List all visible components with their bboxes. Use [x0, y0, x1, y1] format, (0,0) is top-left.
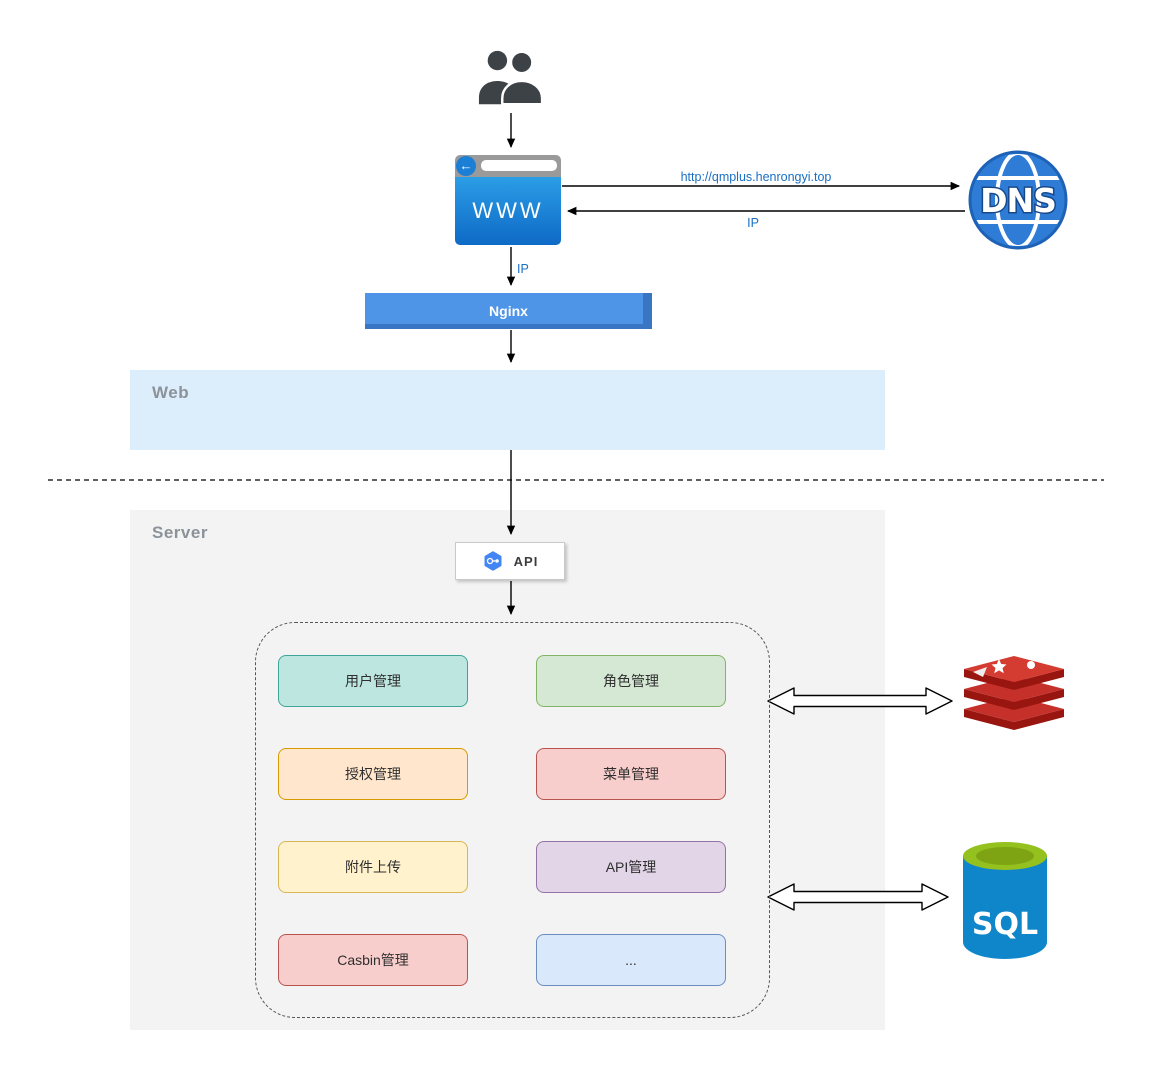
- browser-toolbar: ←: [455, 155, 561, 177]
- www-label: WWW: [472, 198, 544, 223]
- address-bar: [481, 160, 557, 171]
- module-box-2: 角色管理: [536, 655, 726, 707]
- module-box-8: ...: [536, 934, 726, 986]
- sql-label: SQL: [972, 907, 1038, 942]
- back-arrow-icon: ←: [456, 156, 476, 176]
- module-box-4: 菜单管理: [536, 748, 726, 800]
- module-container: 用户管理 角色管理授权管理 菜单管理附件上传 API管理 Casbin管理...: [255, 622, 770, 1018]
- nginx-label: Nginx: [489, 303, 528, 319]
- browser-window: ← WWW: [455, 155, 561, 245]
- users-icon: [477, 47, 545, 111]
- module-box-5: 附件上传: [278, 841, 468, 893]
- request-url-label: http://qmplus.henrongyi.top: [680, 170, 832, 184]
- api-hexagon-icon: [484, 551, 502, 571]
- sql-database-icon: SQL: [955, 836, 1055, 964]
- module-box-1: 用户管理: [278, 655, 468, 707]
- module-box-6: API管理: [536, 841, 726, 893]
- redis-icon: [957, 656, 1071, 736]
- web-zone: Web: [130, 370, 885, 450]
- dns-globe-icon: DNS: [966, 148, 1070, 252]
- module-box-3: 授权管理: [278, 748, 468, 800]
- browser-to-nginx-ip-label: IP: [517, 262, 529, 276]
- nginx-node: Nginx: [365, 293, 652, 329]
- web-zone-label: Web: [152, 383, 190, 402]
- browser-body: WWW: [455, 177, 561, 245]
- dns-label: DNS: [980, 181, 1056, 220]
- response-ip-label: IP: [747, 216, 759, 230]
- redis-layer-top: [964, 656, 1064, 690]
- module-box-7: Casbin管理: [278, 934, 468, 986]
- api-gateway-node: API: [455, 542, 565, 580]
- api-label: API: [513, 553, 539, 569]
- server-zone-label: Server: [152, 523, 208, 542]
